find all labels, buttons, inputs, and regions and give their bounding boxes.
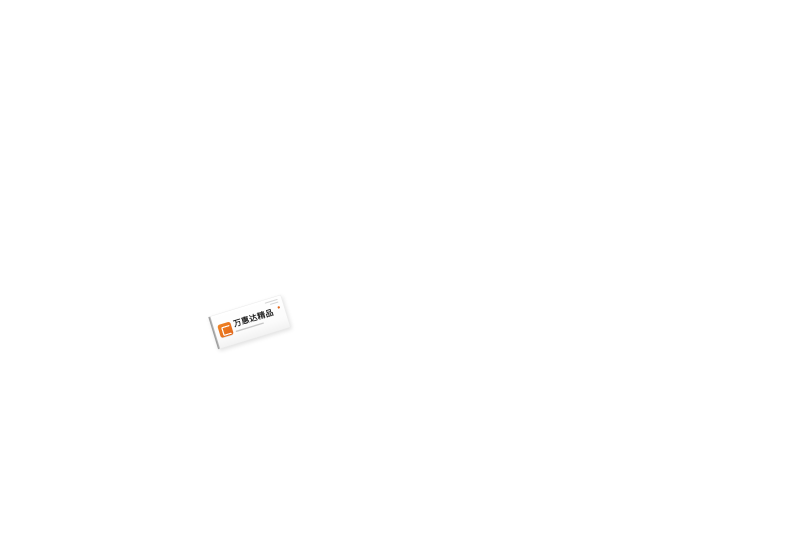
signboard-face: 万惠达精品 — [208, 294, 291, 350]
orange-accent-dot-icon — [277, 305, 281, 309]
brand-logo-icon — [217, 321, 234, 339]
fine-print-block — [263, 298, 281, 314]
signboard-card: 万惠达精品 — [208, 294, 291, 350]
card-content: 万惠达精品 — [212, 295, 291, 348]
fine-print-line — [269, 301, 279, 305]
